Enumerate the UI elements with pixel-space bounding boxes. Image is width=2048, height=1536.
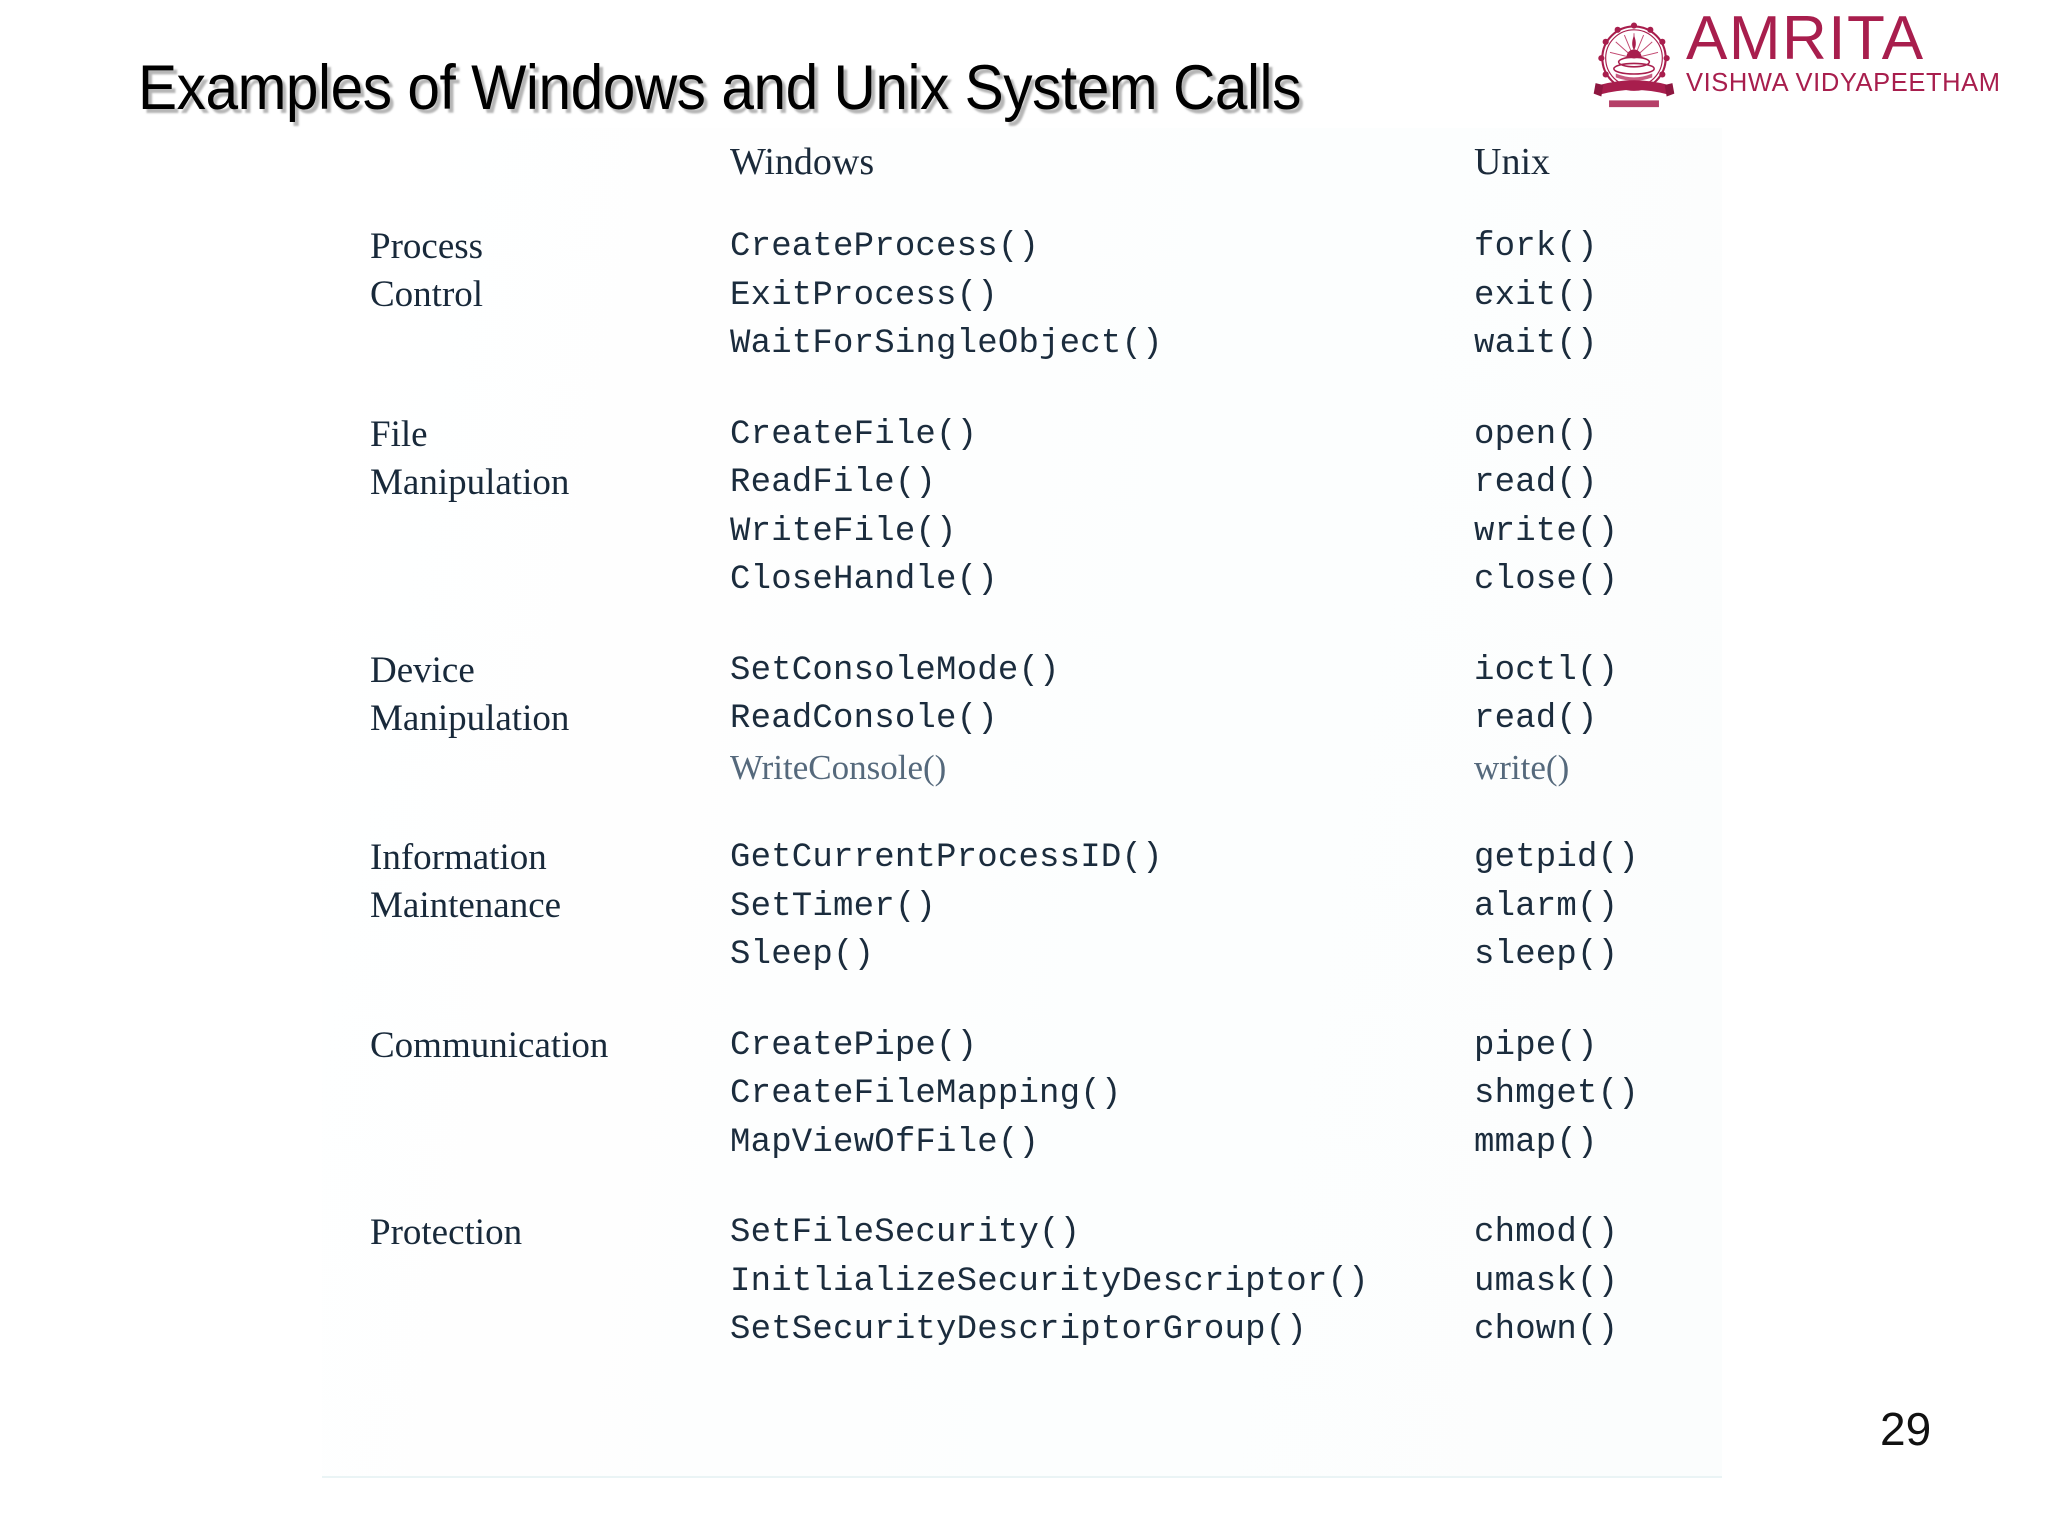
category-line: Protection: [370, 1212, 523, 1253]
windows-call: CreateFile(): [730, 415, 978, 454]
row-windows-calls: CreateFile() ReadFile() WriteFile() CloseHa…: [730, 411, 998, 605]
unix-call: chmod(): [1474, 1214, 1619, 1252]
column-header-windows: Windows: [730, 141, 875, 183]
category-line: Manipulation: [370, 697, 570, 739]
category-line: Communication: [370, 1024, 609, 1066]
windows-call: SetConsoleMode(): [730, 651, 1060, 690]
row-windows-calls: CreatePipe() CreateFileMapping() MapViewOf…: [730, 1022, 1121, 1168]
unix-call: close(): [1474, 561, 1619, 599]
unix-call: pipe(): [1474, 1026, 1598, 1065]
row-unix-calls: open() read() write() close(): [1474, 411, 1618, 605]
category-line: Manipulation: [370, 461, 570, 503]
unix-call: mmap(): [1474, 1123, 1598, 1162]
row-unix-calls: getpid() alarm() sleep(): [1474, 834, 1639, 980]
windows-call: Sleep(): [730, 936, 875, 974]
windows-call: CreatePipe(): [730, 1026, 978, 1065]
category-line: Control: [370, 274, 484, 315]
category-line: File: [370, 413, 428, 455]
unix-call: getpid(): [1474, 839, 1639, 877]
row-unix-calls: pipe() shmget() mmap(): [1474, 1022, 1639, 1168]
column-header-unix: Unix: [1474, 141, 1550, 183]
row-unix-calls: fork() exit() wait(): [1474, 223, 1598, 369]
page-number: 29: [1880, 1403, 1932, 1455]
row-category-label: Protection: [370, 1209, 522, 1257]
windows-call: CloseHandle(): [730, 561, 998, 599]
row-windows-calls: GetCurrentProcessID() SetTimer() Sleep(): [730, 834, 1163, 980]
unix-call: read(): [1474, 464, 1598, 502]
unix-call: shmget(): [1474, 1075, 1639, 1113]
unix-call: write(): [1474, 747, 1570, 787]
page-title: Examples of Windows and Unix System Call…: [138, 53, 1301, 123]
logo-wordmark: AMRITA: [1686, 4, 1925, 73]
unix-call: exit(): [1474, 276, 1598, 315]
row-windows-calls: SetFileSecurity() InitlializeSecurityDesc…: [730, 1209, 1369, 1355]
windows-call: MapViewOfFile(): [730, 1123, 1040, 1162]
windows-call: GetCurrentProcessID(): [730, 839, 1163, 877]
amrita-crest-icon: [1593, 22, 1675, 108]
windows-call: SetSecurityDescriptorGroup(): [730, 1311, 1307, 1349]
logo-subtitle: VISHWA VIDYAPEETHAM: [1686, 68, 2001, 97]
windows-call: SetTimer(): [730, 887, 937, 926]
windows-call: CreateFileMapping(): [730, 1075, 1122, 1113]
unix-call: fork(): [1474, 228, 1598, 266]
unix-call: open(): [1474, 415, 1598, 454]
windows-call: CreateProcess(): [730, 228, 1040, 266]
windows-call: WriteConsole(): [730, 747, 947, 787]
amrita-logo: AMRITA VISHWA VIDYAPEETHAM: [1586, 4, 2001, 110]
unix-call: umask(): [1474, 1262, 1619, 1301]
unix-call: wait(): [1474, 325, 1598, 363]
row-windows-calls: SetConsoleMode() ReadConsole() WriteConsol…: [730, 647, 1060, 793]
windows-call: ReadFile(): [730, 464, 937, 502]
windows-call: ReadConsole(): [730, 700, 998, 738]
category-line: Process: [370, 226, 484, 267]
unix-call: chown(): [1474, 1311, 1619, 1349]
windows-call: InitlializeSecurityDescriptor(): [730, 1262, 1369, 1301]
unix-call: sleep(): [1474, 936, 1619, 974]
category-line: Device: [370, 649, 475, 691]
windows-call: WriteFile(): [730, 512, 957, 551]
row-windows-calls: CreateProcess() ExitProcess() WaitForSingl…: [730, 223, 1163, 369]
unix-call: ioctl(): [1474, 651, 1619, 690]
row-unix-calls: chmod() umask() chown(): [1474, 1209, 1618, 1355]
row-unix-calls: ioctl() read() write(): [1474, 647, 1618, 793]
category-line: Maintenance: [370, 885, 562, 926]
unix-call: read(): [1474, 700, 1598, 738]
unix-call: alarm(): [1474, 887, 1619, 926]
windows-call: ExitProcess(): [730, 276, 998, 315]
windows-call: WaitForSingleObject(): [730, 325, 1163, 363]
row-category-label: Communication: [370, 1022, 608, 1070]
category-line: Information: [370, 837, 547, 878]
windows-call: SetFileSecurity(): [730, 1214, 1081, 1252]
unix-call: write(): [1474, 512, 1619, 551]
